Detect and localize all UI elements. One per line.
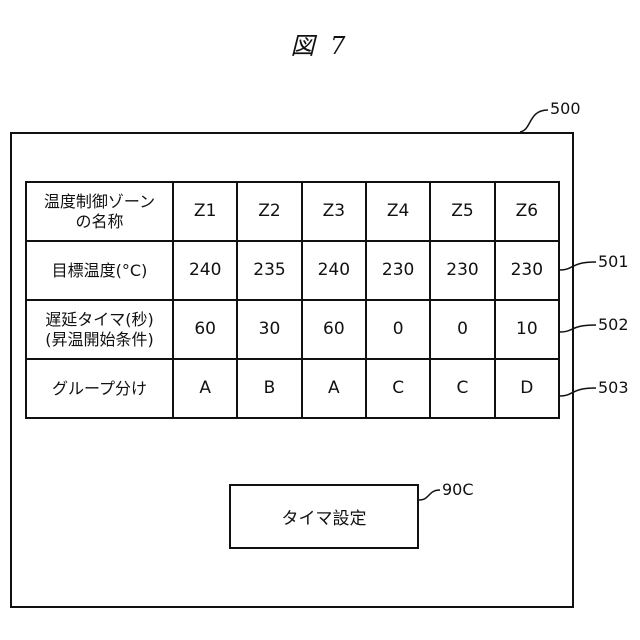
row-header-delay-timer: 遅延タイマ(秒) (昇温開始条件) (26, 300, 173, 359)
ref-label-delay-timer: 502 (598, 315, 629, 334)
figure-title: 図 7 (0, 26, 640, 61)
target-temperature-cell[interactable]: 235 (237, 241, 301, 300)
group-cell[interactable]: C (366, 359, 430, 418)
table-row-delay-timer: 遅延タイマ(秒) (昇温開始条件) 60 30 60 0 0 10 (26, 300, 559, 359)
timer-settings-button[interactable]: タイマ設定 (229, 484, 419, 549)
zone-settings-table: 温度制御ゾーン の名称 Z1 Z2 Z3 Z4 Z5 Z6 目標温度(°C) 2… (25, 181, 560, 419)
table-row-target-temperature: 目標温度(°C) 240 235 240 230 230 230 (26, 241, 559, 300)
delay-timer-cell[interactable]: 10 (495, 300, 559, 359)
delay-timer-cell[interactable]: 60 (302, 300, 366, 359)
group-cell[interactable]: A (173, 359, 237, 418)
zone-name-cell: Z6 (495, 182, 559, 241)
zone-name-cell: Z3 (302, 182, 366, 241)
delay-timer-cell[interactable]: 0 (430, 300, 494, 359)
table-row-zone-names: 温度制御ゾーン の名称 Z1 Z2 Z3 Z4 Z5 Z6 (26, 182, 559, 241)
group-cell[interactable]: B (237, 359, 301, 418)
target-temperature-cell[interactable]: 230 (495, 241, 559, 300)
leader-line-500 (520, 110, 548, 132)
group-cell[interactable]: D (495, 359, 559, 418)
delay-timer-cell[interactable]: 60 (173, 300, 237, 359)
zone-name-cell: Z5 (430, 182, 494, 241)
row-header-zone-name: 温度制御ゾーン の名称 (26, 182, 173, 241)
target-temperature-cell[interactable]: 240 (173, 241, 237, 300)
delay-timer-cell[interactable]: 30 (237, 300, 301, 359)
zone-name-cell: Z4 (366, 182, 430, 241)
group-cell[interactable]: A (302, 359, 366, 418)
row-header-grouping: グループ分け (26, 359, 173, 418)
target-temperature-cell[interactable]: 230 (430, 241, 494, 300)
ref-label-timer-button: 90C (442, 480, 474, 499)
table-row-grouping: グループ分け A B A C C D (26, 359, 559, 418)
group-cell[interactable]: C (430, 359, 494, 418)
ref-label-target-temperature: 501 (598, 252, 629, 271)
zone-name-cell: Z1 (173, 182, 237, 241)
row-header-target-temperature: 目標温度(°C) (26, 241, 173, 300)
zone-name-cell: Z2 (237, 182, 301, 241)
ref-label-grouping: 503 (598, 378, 629, 397)
target-temperature-cell[interactable]: 230 (366, 241, 430, 300)
delay-timer-cell[interactable]: 0 (366, 300, 430, 359)
ref-label-screen: 500 (550, 99, 581, 118)
target-temperature-cell[interactable]: 240 (302, 241, 366, 300)
